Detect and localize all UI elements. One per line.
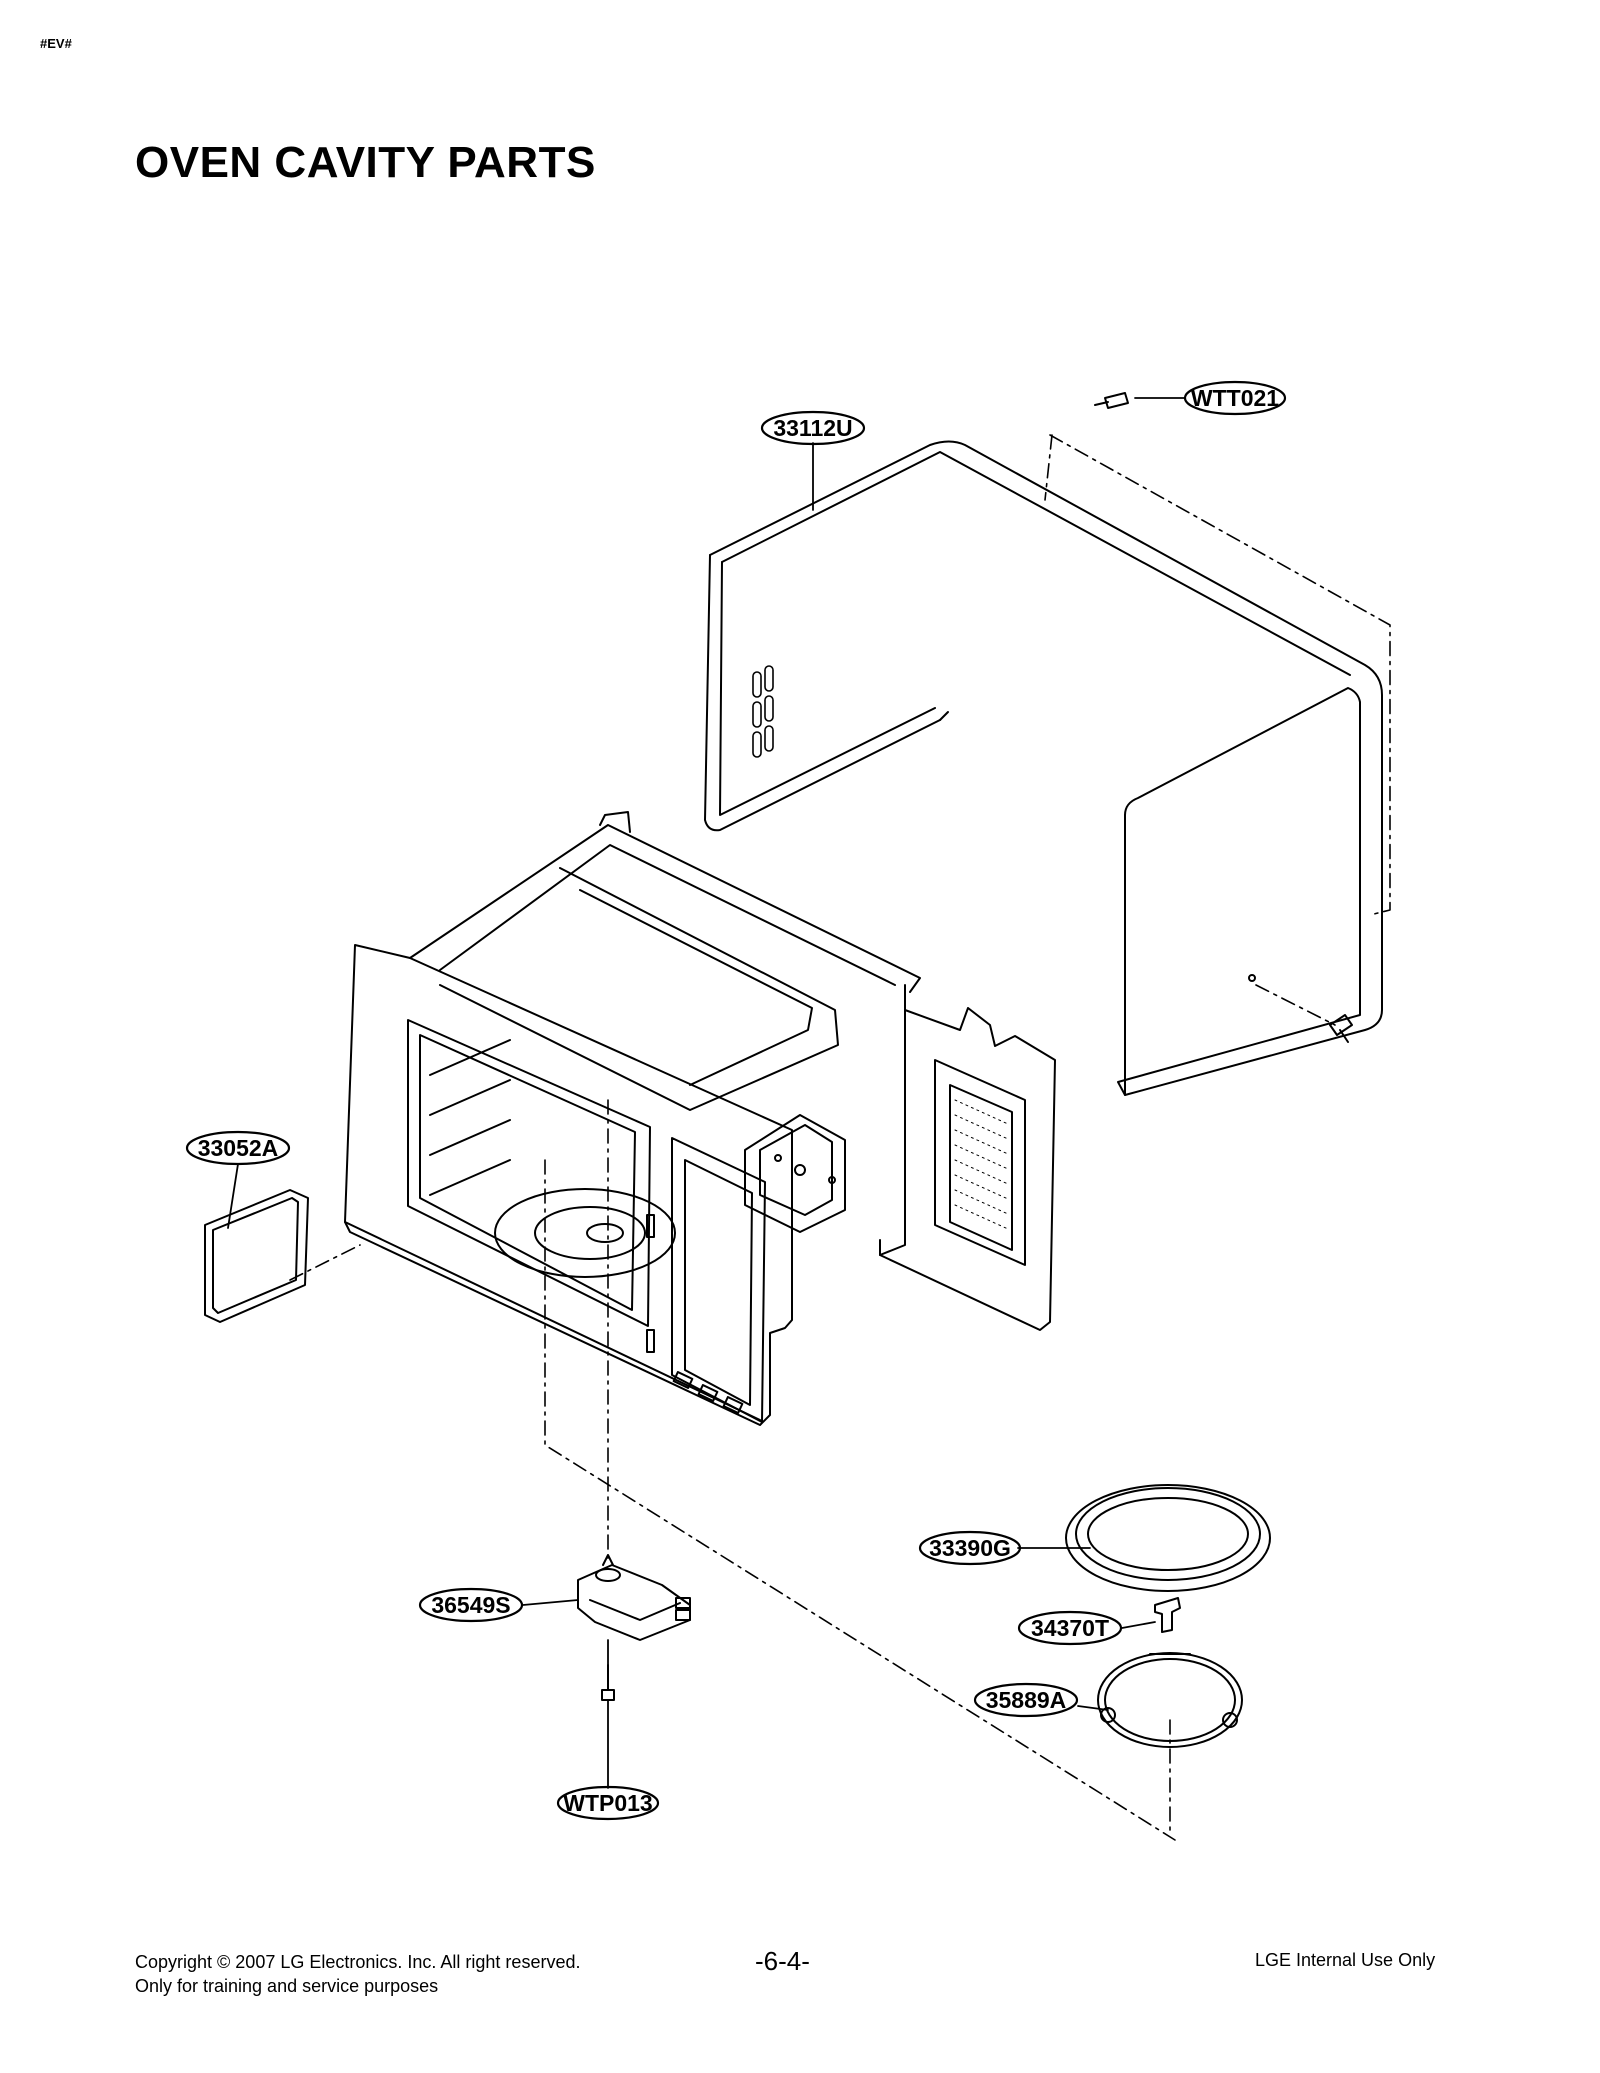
cabinet-screw — [1094, 392, 1129, 409]
document-tag: #EV# — [40, 36, 72, 51]
outer-cabinet — [704, 440, 1383, 1096]
footer-left: Copyright © 2007 LG Electronics. Inc. Al… — [135, 1950, 580, 1998]
callout-33112U: 33112U — [773, 415, 852, 441]
callout-WTT021: WTT021 — [1191, 385, 1279, 411]
rear-screw — [1329, 1014, 1353, 1043]
glass-tray — [1065, 1484, 1271, 1592]
callout-35889A: 35889A — [986, 1687, 1067, 1713]
footer-copyright: Copyright © 2007 LG Electronics. Inc. Al… — [135, 1952, 581, 1972]
callout-34370T: 34370T — [1031, 1615, 1109, 1641]
callout-33390G: 33390G — [929, 1535, 1011, 1561]
turntable-motor — [577, 1554, 691, 1641]
roller-ring — [1097, 1652, 1243, 1748]
motor-screw — [601, 1664, 615, 1701]
callout-WTP013: WTP013 — [563, 1790, 652, 1816]
coupler — [1154, 1597, 1181, 1633]
callout-36549S: 36549S — [431, 1592, 510, 1618]
callout-33052A: 33052A — [198, 1135, 279, 1161]
page-title: OVEN CAVITY PARTS — [135, 138, 596, 187]
oven-cavity — [344, 811, 1056, 1426]
waveguide-cover — [204, 1189, 309, 1323]
footer-internal-note: LGE Internal Use Only — [1255, 1950, 1436, 1970]
footer-purpose: Only for training and service purposes — [135, 1976, 439, 1996]
page-number: -6-4- — [755, 1946, 810, 1976]
